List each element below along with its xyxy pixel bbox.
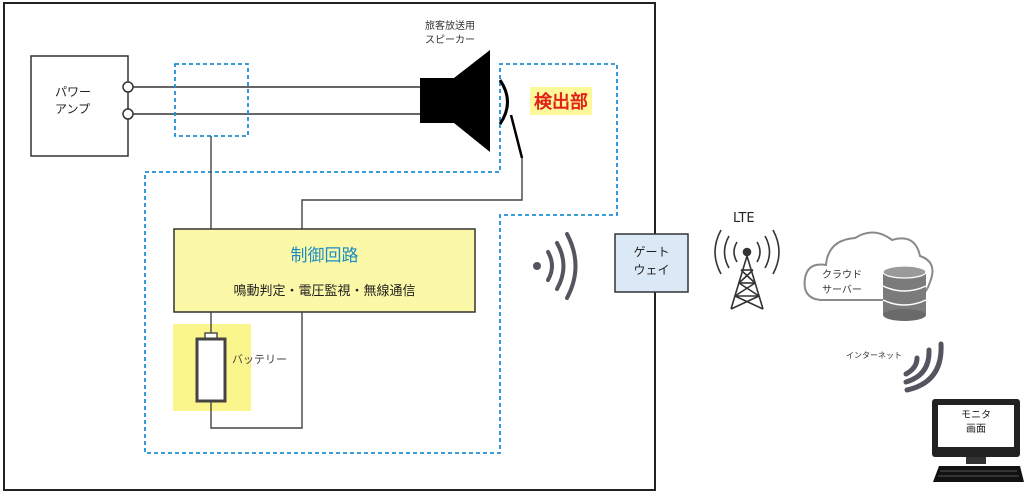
internet-label: インターネット: [846, 351, 902, 360]
control-circuit-box: [173, 228, 476, 313]
wireless-wave-icon: [533, 232, 578, 300]
control-circuit-subtitle: 鳴動判定・電圧監視・無線通信: [233, 284, 416, 299]
monitor-label-line1: モニタ: [961, 410, 991, 421]
power-amp-box: [30, 55, 129, 157]
speaker-icon: [420, 50, 509, 152]
gateway-label-line1: ゲート: [633, 245, 670, 259]
terminal-top: [122, 81, 134, 93]
control-circuit-title: 制御回路: [290, 246, 359, 266]
wire-sensor-to-control: [301, 158, 523, 229]
line-tap-dashed-box: [174, 63, 249, 137]
cloud-label-line2: サーバー: [822, 285, 862, 296]
lte-label: LTE: [733, 211, 755, 226]
wire-battery-return: [210, 312, 303, 429]
speaker-label-line2: スピーカー: [425, 35, 475, 46]
power-amp-label: パワー アンプ: [55, 84, 91, 118]
monitor-label-line2: 画面: [966, 424, 986, 435]
detection-label: 検出部: [530, 87, 592, 115]
power-amp-label-line1: パワー: [55, 85, 92, 99]
sensor-lead: [509, 114, 524, 159]
speaker-label: 旅客放送用 スピーカー: [425, 20, 475, 48]
speaker-label-line1: 旅客放送用: [425, 21, 475, 32]
gateway-label-line2: ウェイ: [633, 263, 670, 277]
keyboard-icon: [933, 466, 1024, 482]
cloud-label: クラウド サーバー: [822, 268, 862, 298]
power-amp-label-line2: アンプ: [55, 102, 91, 116]
gateway-label: ゲート ウェイ: [615, 243, 688, 279]
gateway-box: [614, 233, 689, 293]
cloud-label-line1: クラウド: [822, 270, 862, 281]
terminal-bottom: [122, 108, 134, 120]
lte-tower-icon: [714, 229, 780, 310]
battery-label: バッテリー: [232, 353, 287, 366]
battery-icon: [195, 312, 227, 403]
detection-unit-dashed-region: [144, 63, 618, 454]
monitor-icon: [932, 399, 1020, 464]
database-icon: [882, 265, 927, 321]
internet-wave-icon: [903, 341, 944, 393]
monitor-label: モニタ 画面: [938, 409, 1014, 437]
